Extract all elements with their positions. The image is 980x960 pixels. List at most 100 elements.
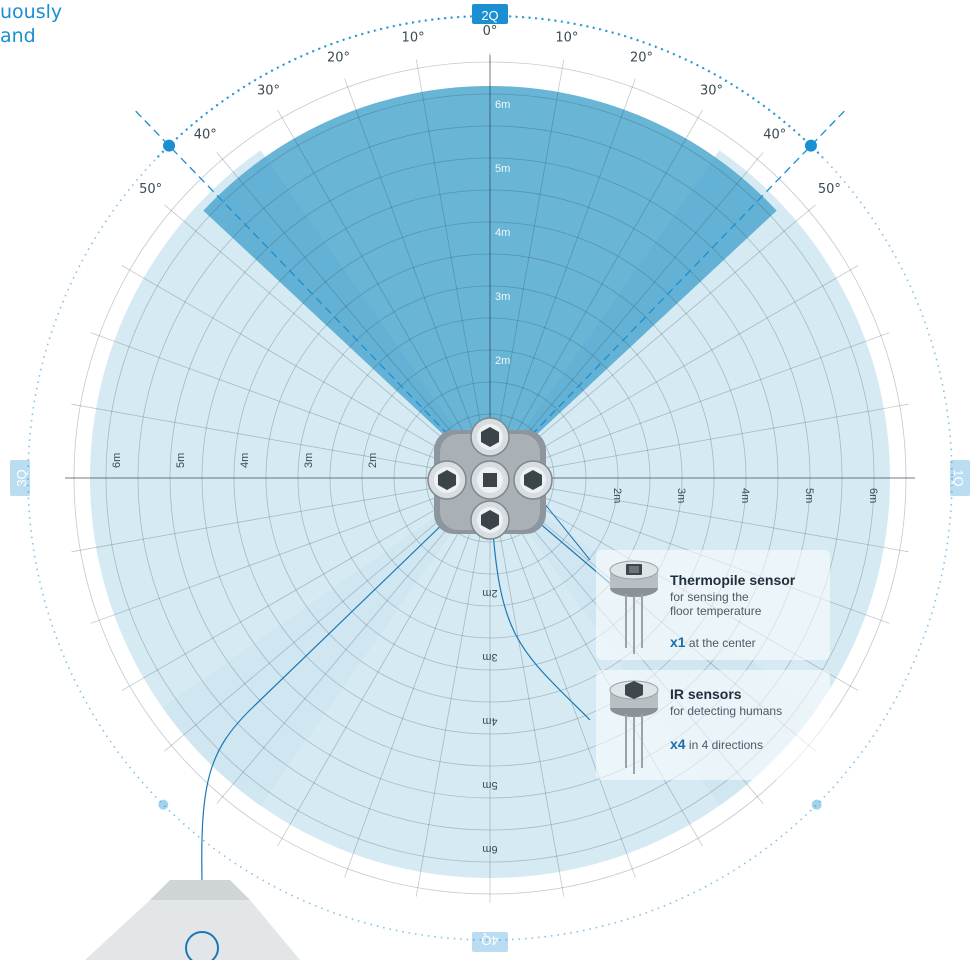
thermopile-title: Thermopile sensor [670,572,796,588]
caption-text: uously and [0,0,140,48]
ir-title: IR sensors [670,686,742,702]
thermopile-sensor-icon [609,560,659,654]
range-label: 5m [803,488,815,503]
range-label: 2m [367,453,379,468]
polar-grid [65,53,915,903]
range-label: 3m [303,453,315,468]
angle-label: 0° [483,24,498,39]
angle-label: 30° [700,83,723,98]
grid-spoke [344,515,477,878]
range-label: 6m [495,99,510,111]
quadrant-badges: 2Q 1Q 4Q 3Q [10,4,970,952]
angle-label: 20° [327,51,350,66]
angle-label: 40° [763,128,786,143]
arrowhead-icon [811,799,822,810]
thermopile-count-note: at the center [688,636,756,650]
range-label: 5m [175,453,187,468]
range-label: 4m [482,715,497,727]
angle-label: 40° [194,128,217,143]
thermopile-count: x1 at the center [670,634,756,650]
sensor-window [483,473,497,487]
range-label: 3m [495,291,510,303]
grid-spoke [415,517,484,897]
ir-sensors-card: IR sensors for detecting humans x4 in 4 … [596,670,830,780]
grid-spoke [90,491,453,624]
range-label: 2m [611,488,623,503]
grid-spoke [527,332,890,465]
grid-spoke [524,265,859,459]
quadrant-label: 4Q [481,933,498,948]
angle-label: 50° [818,182,841,197]
device-sensor-ring [185,931,219,960]
grid-spoke [415,59,484,439]
quadrant-badge-bg [10,460,30,496]
grid-spoke [71,484,451,553]
angle-label: 50° [139,182,162,197]
grid-spoke [496,517,565,897]
ir-sensor-left [427,460,467,500]
ir-description: for detecting humans [670,704,783,718]
diagram-labels: 0° 10° 10° 20° 20° 30° 30° 40° 40° 50° 50° 2m 2m 2m 2m… [111,24,879,855]
range-label: 4m [739,488,751,503]
grid-spoke [520,204,816,453]
grid-spoke [71,403,451,472]
caption-line-1: uously [0,1,63,23]
arrowhead-icon [158,799,169,810]
ir-leader-2 [539,497,591,561]
thermopile-description: for sensing the floor temperature [670,590,762,618]
caption-line-2: and [0,25,36,47]
arrowhead-icon [804,139,817,152]
ir-count: x4 in 4 directions [670,736,763,752]
range-label: 2m [482,587,497,599]
device-housing [85,880,300,960]
grid-spoke [164,503,460,752]
quadrant-2q: 2Q [472,4,508,24]
grid-spoke [509,109,703,444]
sensor-module [427,417,553,540]
grid-spoke [515,152,764,448]
ir-sensor-icon [609,680,659,774]
grid-spoke [277,109,471,444]
outer-dotted-circle [27,15,953,941]
grid-spoke [216,152,465,448]
range-label: 6m [111,453,123,468]
quadrant-badge-bg [472,4,508,24]
grid-spoke [90,332,453,465]
grid-spoke [529,403,909,472]
device-body [85,900,300,960]
quadrant-label: 1Q [951,469,966,486]
sensor-window [524,470,542,490]
quadrant-badge-bg [950,460,970,496]
thermopile-count-value: x1 [670,634,686,650]
ir-sensor-top [470,417,510,457]
ir-sensor-bottom [470,500,510,540]
angle-label: 10° [555,31,578,46]
range-label: 3m [482,651,497,663]
quadrant-3q: 3Q [10,460,30,496]
range-label: 6m [482,843,497,855]
grid-spoke [344,78,477,441]
sensor-window [481,427,499,447]
device-top [150,880,250,900]
grid-spoke [277,512,471,847]
quadrant-4q: 4Q [472,932,508,952]
ir-count-note: in 4 directions [688,738,763,752]
angle-label: 10° [402,31,425,46]
range-label: 3m [675,488,687,503]
quadrant-label: 2Q [481,8,498,23]
grid-spoke [164,204,460,453]
grid-spoke [496,59,565,439]
grid-spoke [216,508,465,804]
range-label: 4m [239,453,251,468]
angle-label: 30° [257,83,280,98]
grid-spoke [503,78,636,441]
range-label: 2m [495,355,510,367]
coverage-limit-line [531,107,849,436]
device-leader [201,514,453,950]
ir-leader [491,517,591,721]
ir-sensor-right [513,460,553,500]
quadrant-label: 3Q [14,469,29,486]
angle-label: 20° [630,51,653,66]
grid-spoke [121,265,456,459]
grid-spoke [503,515,636,878]
